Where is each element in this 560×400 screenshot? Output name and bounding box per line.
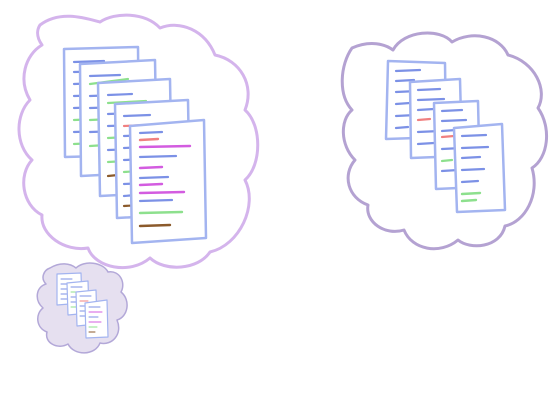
large-cloud-outline [17,13,260,270]
large-cloud [17,13,260,270]
small-cloud [36,262,128,354]
document-page-icon [452,122,507,214]
document-page-icon [84,299,109,339]
medium-doc-4 [452,122,507,214]
large-doc-5 [128,118,208,245]
small-doc-4 [84,299,109,339]
medium-cloud-outline [340,31,549,251]
medium-cloud [340,31,549,251]
